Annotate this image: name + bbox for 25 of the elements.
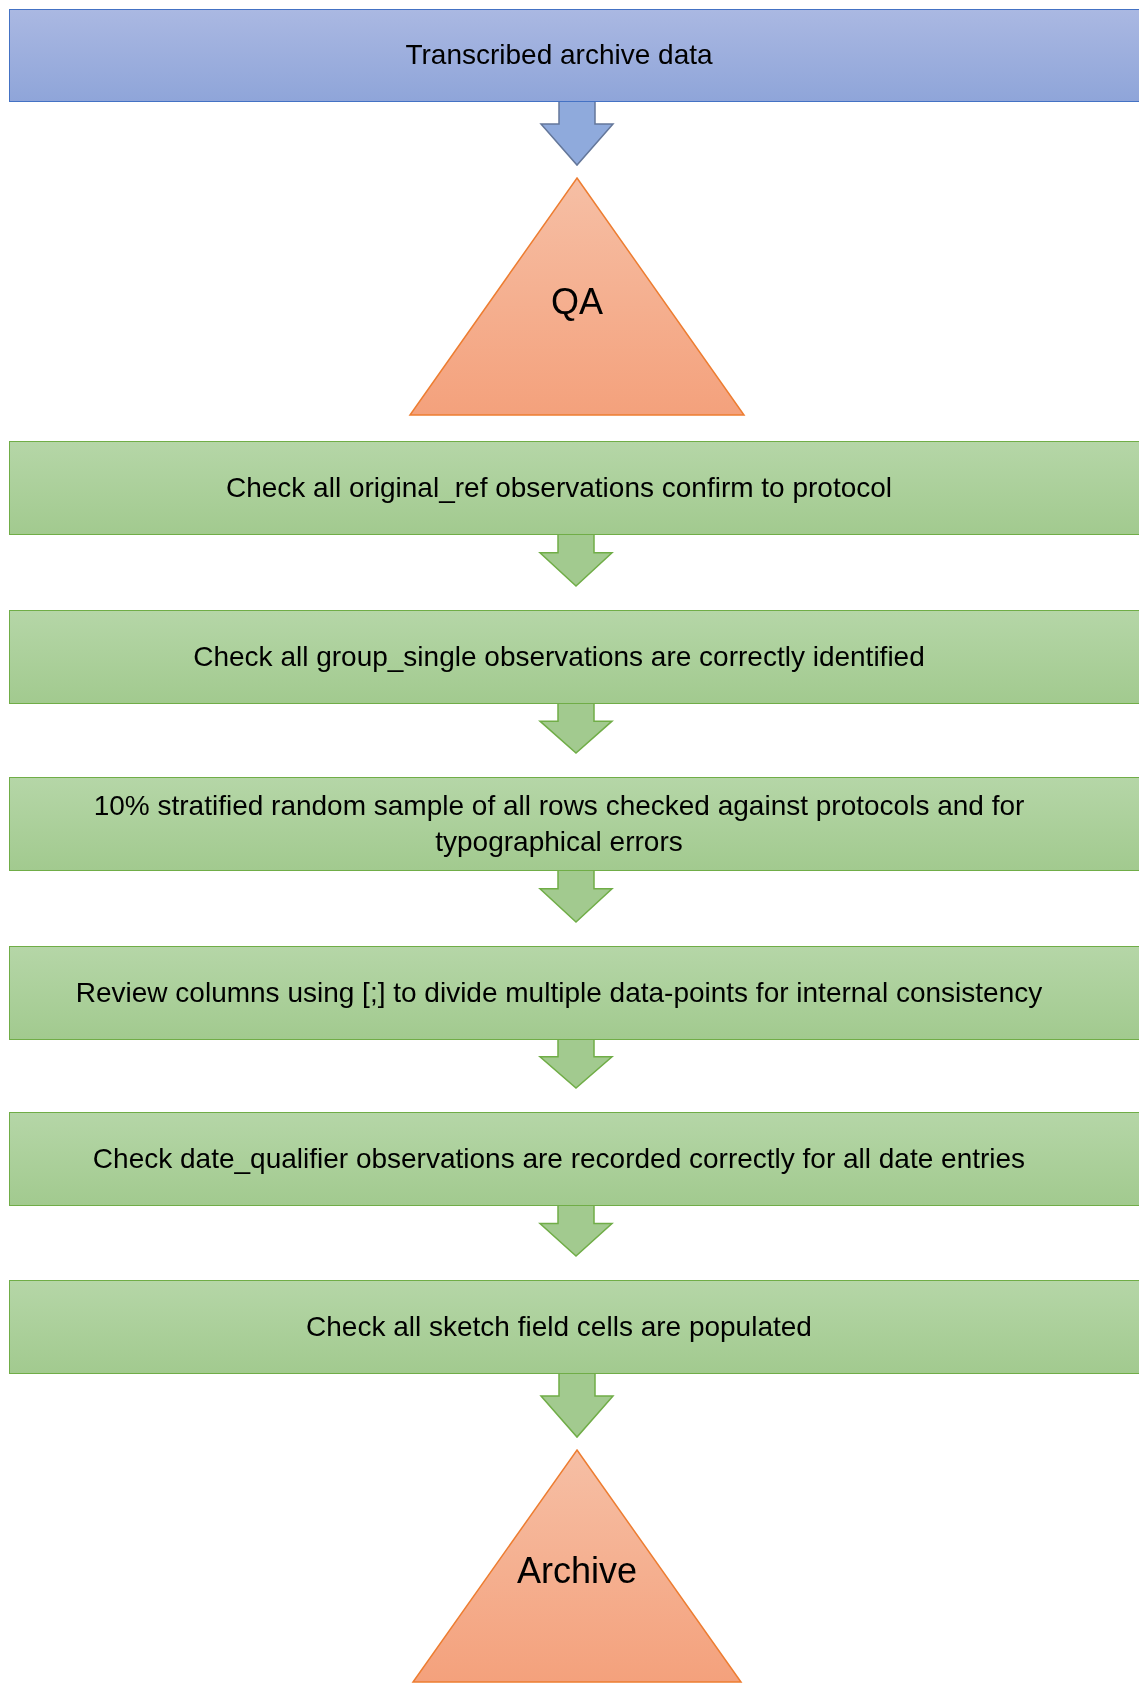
process-box (9, 946, 1139, 1040)
step-text: Check all group_single observations are correctly identified (193, 639, 925, 674)
block-arrow (538, 1205, 614, 1257)
block-arrow (538, 703, 614, 754)
triangle-node (409, 177, 745, 416)
step-text: Transcribed archive data (405, 38, 713, 73)
input-box (9, 9, 1139, 102)
node-label: QA (551, 279, 603, 324)
step-text: Check all sketch field cells are populated (306, 1309, 812, 1344)
step-text: 10% stratified random sample of all rows checked against protocols and for typographical errors (92, 788, 1026, 859)
block-arrow (538, 1039, 614, 1089)
block-arrow (538, 534, 614, 587)
step-text: Check date_qualifier observations are recorded correctly for all date entries (92, 1141, 1026, 1176)
block-arrow (538, 870, 614, 923)
process-box (9, 1280, 1139, 1374)
process-box (9, 441, 1139, 535)
step-text: Check all original_ref observations confirm to protocol (225, 470, 893, 505)
node-label: Archive (516, 1549, 637, 1593)
block-arrow (539, 1373, 615, 1439)
process-box (9, 1112, 1139, 1206)
process-box (9, 610, 1139, 704)
triangle-node (412, 1449, 742, 1683)
step-text: Review columns using [;] to divide multiple data-points for internal consistency (75, 975, 1043, 1010)
block-arrow (539, 101, 615, 167)
process-box (9, 777, 1139, 871)
